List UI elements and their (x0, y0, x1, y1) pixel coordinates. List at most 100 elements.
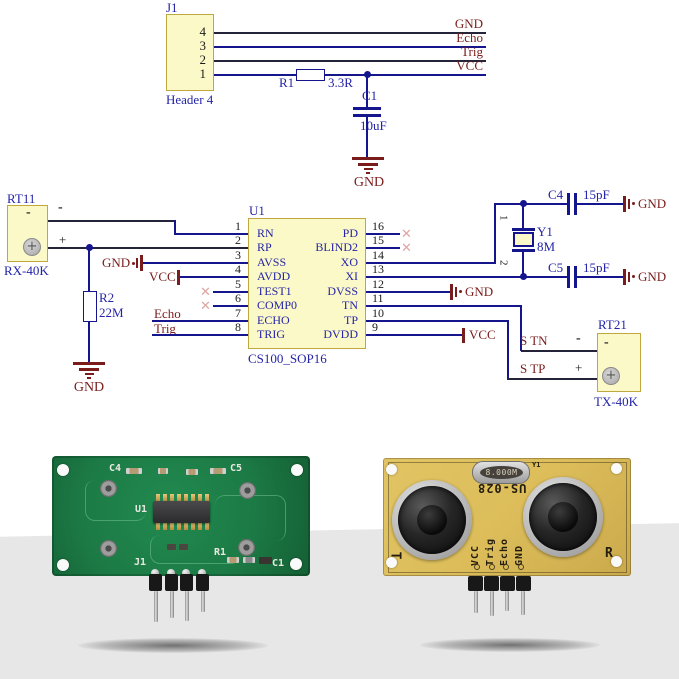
u1-pin-number: 3 (235, 248, 241, 262)
mounting-hole (290, 558, 302, 570)
u1-pin-name: TRIG (257, 327, 285, 341)
board-model-marking: US-028 (477, 481, 527, 495)
ic-pin (163, 494, 167, 502)
transducer-mesh (529, 483, 597, 551)
u1-pin-name: TEST1 (257, 284, 292, 298)
y1-refdes: Y1 (537, 224, 553, 239)
u1-pin-number: 1 (235, 219, 241, 233)
ic-pin (191, 494, 195, 502)
mounting-hole (386, 557, 397, 568)
ic-pin (198, 494, 202, 502)
r2-refdes: R2 (99, 290, 115, 305)
rt21-part: TX-40K (594, 394, 639, 409)
vcc-bar-icon (177, 270, 180, 285)
wire (366, 117, 368, 157)
u1-pin-number: 2 (235, 233, 241, 247)
ic-pin (170, 522, 174, 530)
u1-pin-name: COMP0 (257, 298, 298, 312)
gnd-label: GND (102, 255, 131, 270)
silkscreen-c1: C1 (272, 558, 285, 569)
net-label-gnd: GND (454, 16, 483, 31)
echo-net-label: Echo (154, 306, 181, 321)
ic-pin (163, 522, 167, 530)
ic-pin (156, 494, 160, 502)
wire (366, 233, 400, 235)
crystal-8mhz: 8.000M (472, 461, 530, 484)
soic16-chip (153, 501, 210, 523)
junction-dot (364, 71, 371, 78)
wire (522, 205, 524, 229)
earth-ground-icon (358, 163, 378, 166)
gnd-label: GND (638, 269, 667, 284)
power-ground-icon (623, 196, 626, 212)
mounting-hole (611, 556, 622, 567)
u1-pin-name: DVSS (327, 284, 358, 298)
wire (494, 203, 496, 264)
c5-refdes: C5 (548, 260, 564, 275)
rt11-part: RX-40K (4, 263, 49, 278)
junction-dot (520, 200, 527, 207)
rt11-minus-terminal: - (26, 205, 31, 220)
u1-pin-number: 8 (235, 320, 241, 334)
c1-value: 10uF (360, 118, 387, 133)
module-shadow (78, 638, 268, 653)
u1-pin-name: RN (257, 226, 274, 240)
polarity-minus: - (58, 200, 63, 215)
screw-pad (100, 480, 117, 497)
earth-ground-icon (364, 168, 373, 170)
r2-value: 22M (99, 305, 124, 320)
silkscreen-t-mark: T (387, 551, 403, 560)
j1-connector-body (166, 14, 214, 91)
header-pin (154, 591, 158, 622)
wire (174, 220, 176, 234)
wire (520, 305, 522, 351)
u1-pin-number: 14 (372, 248, 384, 262)
wire (88, 322, 90, 362)
j1-pin-number: 4 (199, 24, 207, 39)
mounting-hole (57, 464, 69, 476)
gnd-label: GND (353, 175, 385, 190)
vcc-bar-icon (462, 328, 465, 343)
ultrasonic-transducer-left (392, 480, 472, 560)
u1-pin-number: 15 (372, 233, 384, 247)
smd-component (126, 468, 142, 474)
ic-pin (205, 494, 209, 502)
no-connect-icon: ✕ (200, 299, 211, 314)
polarity-plus: + (59, 232, 67, 247)
y1-crystal-body (513, 232, 534, 247)
header-housing (165, 574, 178, 591)
wire (366, 320, 509, 322)
net-label-stp: S TP (520, 361, 546, 376)
silkscreen-r-mark: R (605, 546, 613, 561)
solder-joint (198, 569, 206, 577)
wire (526, 203, 568, 205)
smd-component (259, 557, 272, 564)
wire (152, 320, 248, 322)
y1-pin1: 1 (497, 215, 510, 221)
silkscreen-j1: J1 (134, 557, 147, 568)
solder-pad (503, 564, 509, 570)
wire (143, 262, 248, 264)
wire (521, 350, 597, 352)
wire (366, 262, 496, 264)
j1-pin-number: 1 (199, 66, 207, 81)
header-pin (170, 591, 174, 618)
silkscreen-vcc: VCC (470, 544, 481, 566)
y1-value: 8M (537, 239, 556, 254)
power-ground-icon (450, 284, 453, 300)
wire (48, 247, 248, 249)
screw-pad (238, 539, 255, 556)
vcc-label: VCC (149, 269, 176, 284)
gnd-label: GND (638, 196, 667, 211)
silkscreen-trig: Trig (485, 537, 496, 566)
r1-resistor-body (296, 69, 325, 81)
header-housing (196, 574, 209, 591)
wire (507, 378, 597, 380)
wire (213, 305, 248, 307)
wire (366, 334, 464, 336)
ic-pin (184, 494, 188, 502)
c5-capacitor-plate (567, 266, 570, 288)
mounting-hole (386, 464, 397, 475)
silkscreen-echo: Echo (499, 537, 510, 566)
